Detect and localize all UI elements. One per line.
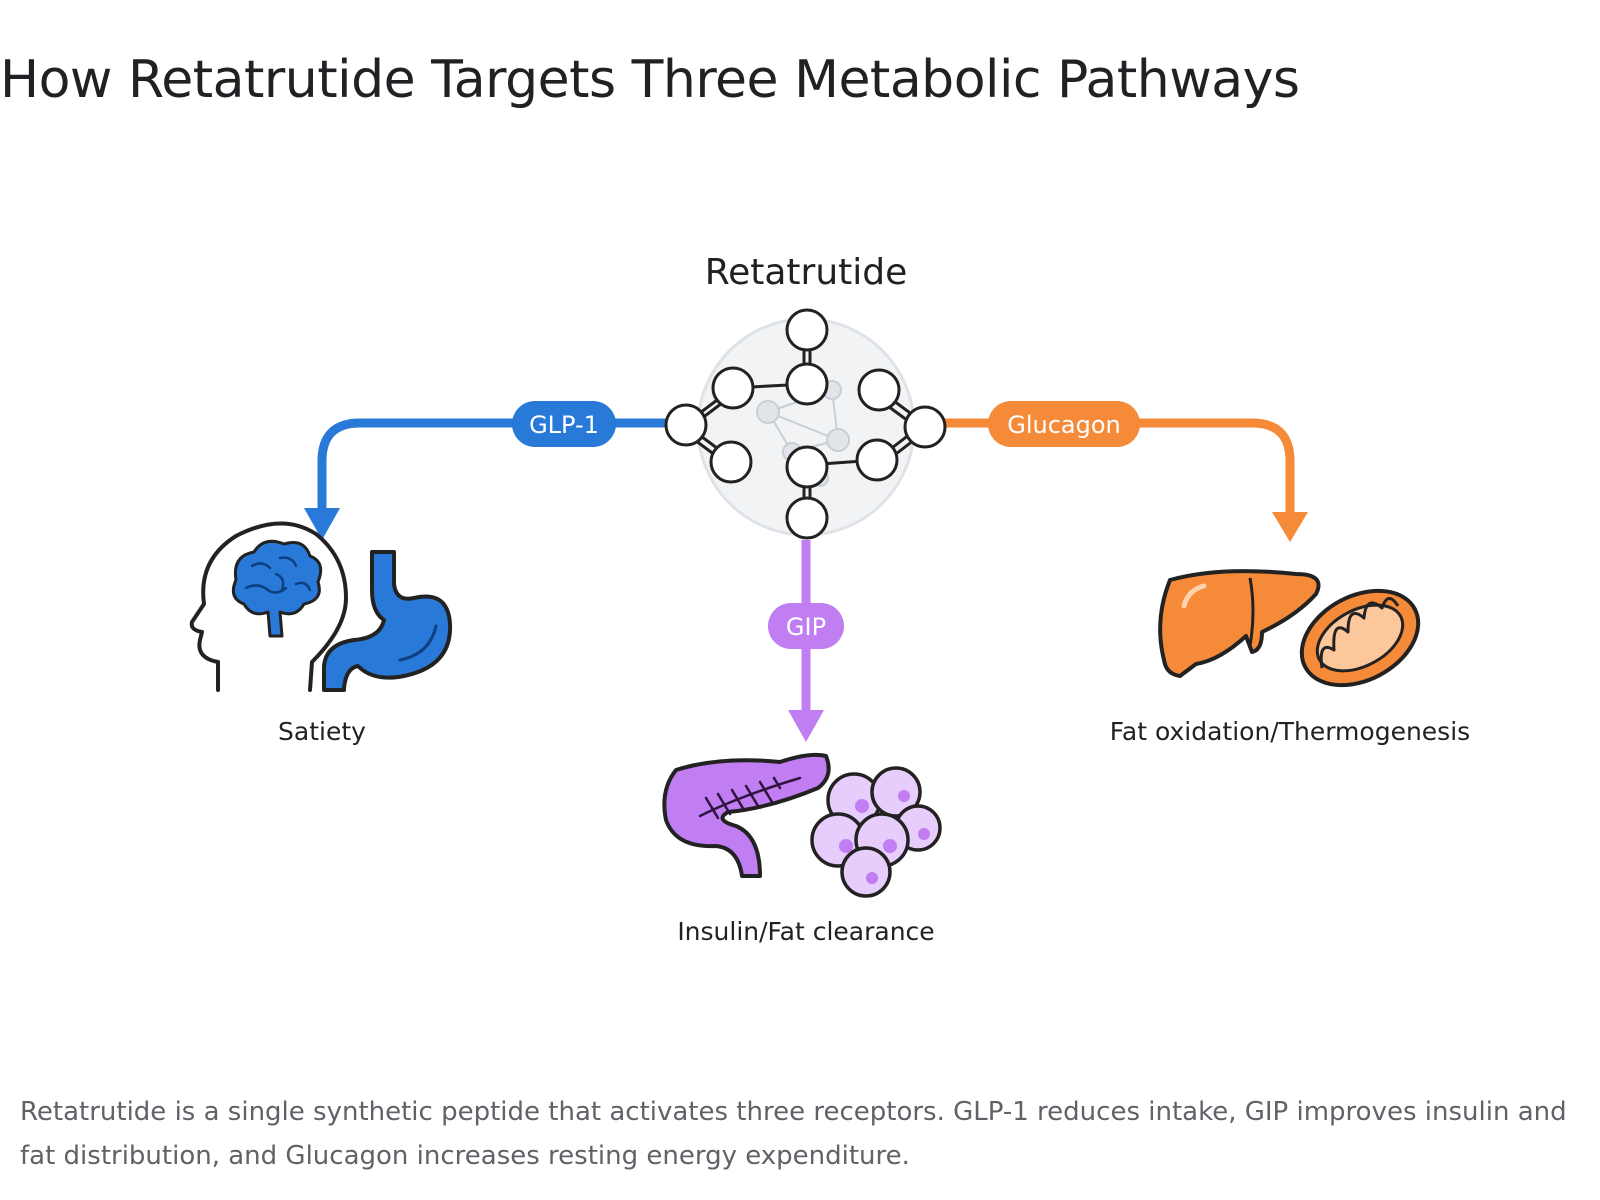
- molecule-icon: [664, 308, 947, 540]
- insulin-label: Insulin/Fat clearance: [677, 917, 934, 946]
- liver-icon: [1158, 569, 1321, 678]
- stomach-icon: [322, 550, 453, 692]
- glucagon-pathway: Glucagon: [932, 401, 1308, 542]
- caption: Retatrutide is a single synthetic peptid…: [20, 1097, 1567, 1171]
- satiety-label: Satiety: [278, 717, 366, 746]
- gip-label: GIP: [786, 613, 826, 641]
- gip-pathway: GIP: [768, 540, 844, 742]
- glucagon-label: Glucagon: [1007, 411, 1121, 439]
- glp1-pathway: GLP-1: [304, 401, 680, 540]
- fat-cells-icon: [810, 766, 942, 898]
- page-title: How Retatrutide Targets Three Metabolic …: [0, 50, 1300, 110]
- mitochondria-icon: [1299, 588, 1421, 688]
- glp1-label: GLP-1: [529, 411, 599, 439]
- brain-head-icon: [189, 521, 348, 692]
- pancreas-icon: [662, 752, 831, 878]
- fat-oxidation-label: Fat oxidation/Thermogenesis: [1110, 717, 1470, 746]
- center-label: Retatrutide: [705, 252, 908, 293]
